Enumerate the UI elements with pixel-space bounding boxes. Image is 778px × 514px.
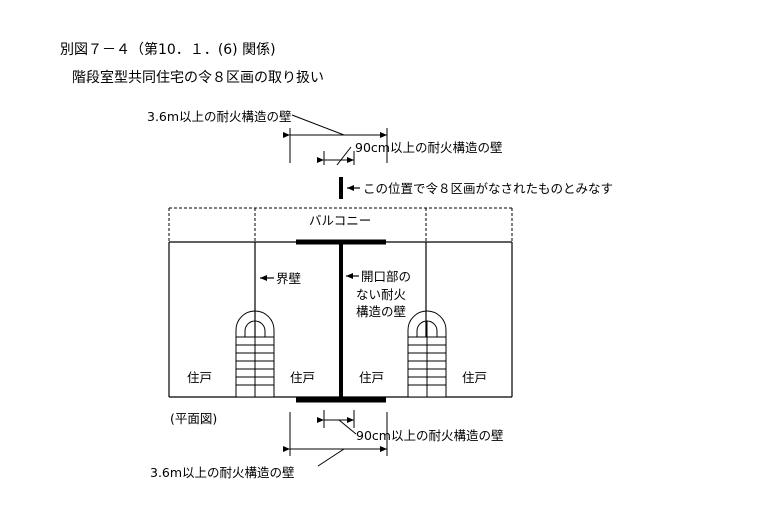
plan-label: (平面図) xyxy=(170,411,217,426)
position-note: この位置で令８区画がなされたものとみなす xyxy=(363,181,613,196)
wall-90-top-leader xyxy=(336,146,352,166)
wall-36-top-leader xyxy=(291,114,345,136)
center-wall-label-2: ない耐火 xyxy=(356,287,407,302)
wall-90-bottom-label: 90cm以上の耐火構造の壁 xyxy=(356,428,503,443)
figure-ref: 別図７－４（第10．１．(6) 関係) xyxy=(60,41,276,58)
balcony-label: バルコニー xyxy=(309,213,371,228)
center-wall-label-1: 開口部の xyxy=(361,269,411,284)
unit-label-3: 住戸 xyxy=(359,370,384,385)
boundary-wall-label: 界壁 xyxy=(276,271,301,286)
wall-90-bottom-leader xyxy=(338,419,357,435)
center-wall-label-3: 構造の壁 xyxy=(356,304,406,319)
staircase-right xyxy=(407,310,447,398)
wall-90-top-label: 90cm以上の耐火構造の壁 xyxy=(355,140,502,155)
unit-label-1: 住戸 xyxy=(187,370,212,385)
unit-label-2: 住戸 xyxy=(290,370,315,385)
wall-36-bottom-label: 3.6m以上の耐火構造の壁 xyxy=(150,465,295,480)
wall-36-top-label: 3.6m以上の耐火構造の壁 xyxy=(147,109,292,124)
unit-label-4: 住戸 xyxy=(462,370,487,385)
figure-subtitle: 階段室型共同住宅の令８区画の取り扱い xyxy=(72,69,324,86)
wall-36-bottom-leader xyxy=(317,448,345,467)
staircase-left xyxy=(235,310,275,398)
